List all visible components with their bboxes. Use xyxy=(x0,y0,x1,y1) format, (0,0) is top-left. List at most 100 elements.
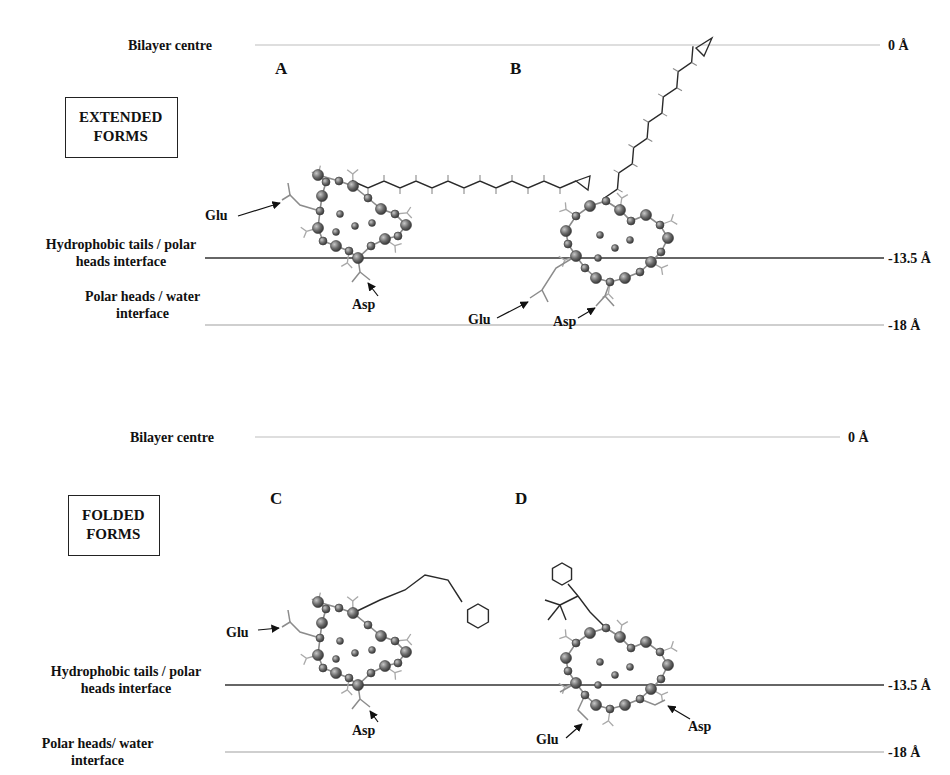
side-chain-stick xyxy=(347,690,352,695)
depth-line xyxy=(205,257,884,258)
depth-value: -18 Å xyxy=(888,317,920,334)
backbone-atom xyxy=(313,650,324,661)
lipid-chain xyxy=(604,46,693,198)
pointer-arrow xyxy=(370,711,378,722)
pointer-arrow xyxy=(497,302,528,318)
backbone-atom xyxy=(322,178,330,186)
backbone-atom xyxy=(606,705,614,713)
hydrogen-stick xyxy=(614,170,619,173)
backbone-atom xyxy=(656,221,664,229)
backbone-atom xyxy=(591,700,602,711)
form-heading: FOLDED FORMS xyxy=(82,506,145,544)
pointer-arrow xyxy=(258,628,279,630)
side-chain-stick xyxy=(407,207,411,213)
interface-label: Polar heads/ water interface xyxy=(40,735,155,769)
peptide-molecule xyxy=(282,575,488,709)
backbone-atom xyxy=(564,240,572,248)
lipid-chain xyxy=(545,600,560,605)
backbone-atom xyxy=(367,669,375,677)
backbone-atom xyxy=(345,674,353,682)
ring-structure xyxy=(552,563,571,585)
backbone-atom xyxy=(656,648,664,656)
residue-label: Asp xyxy=(688,718,711,735)
residue-side-chain xyxy=(360,699,370,707)
pointer-arrow xyxy=(368,283,378,296)
side-chain-stick xyxy=(565,629,567,636)
backbone-atom xyxy=(353,680,364,691)
side-chain-stick xyxy=(347,263,352,268)
side-chain-stick xyxy=(304,231,307,237)
side-chain-stick xyxy=(622,622,628,626)
lipid-chain xyxy=(353,575,462,613)
residue-side-chain xyxy=(605,296,614,306)
backbone-atom xyxy=(572,212,580,220)
backbone-atom xyxy=(620,273,631,284)
hydrogen-stick xyxy=(415,175,416,181)
ring-structure xyxy=(696,38,712,56)
peptide-molecule xyxy=(545,563,677,726)
backbone-atom xyxy=(581,264,589,272)
backbone-atom xyxy=(595,682,602,689)
residue-side-chain xyxy=(530,256,576,298)
backbone-atom xyxy=(585,628,596,639)
side-chain-stick xyxy=(394,246,396,253)
backbone-atom xyxy=(319,237,327,245)
side-chain-stick xyxy=(661,692,667,695)
backbone-atom xyxy=(401,220,412,231)
backbone-atom xyxy=(391,637,399,645)
backbone-atom xyxy=(352,650,359,657)
hydrogen-stick xyxy=(647,138,652,141)
backbone-atom xyxy=(564,667,572,675)
backbone-atom xyxy=(585,201,596,212)
backbone-atom xyxy=(380,661,391,672)
backbone-atom xyxy=(663,233,674,244)
backbone-atom xyxy=(597,232,604,239)
hydrogen-stick xyxy=(399,188,400,194)
side-chain-stick xyxy=(394,673,396,680)
backbone-atom xyxy=(641,637,652,648)
pointer-arrow xyxy=(668,706,690,719)
backbone-atom xyxy=(627,237,634,244)
backbone-atom xyxy=(331,241,342,252)
residue-label: Glu xyxy=(205,207,228,224)
side-chain-stick xyxy=(661,265,667,268)
backbone-atom xyxy=(316,634,324,642)
depth-value: 0 Å xyxy=(848,429,869,446)
backbone-atom xyxy=(335,177,343,185)
side-chain-stick xyxy=(608,294,613,299)
side-chain-stick xyxy=(671,641,673,648)
peptide-molecule xyxy=(282,166,590,282)
backbone-atom xyxy=(571,678,582,689)
peptide-backbone xyxy=(318,175,406,258)
residue-side-chain xyxy=(360,272,370,280)
side-chain-stick xyxy=(353,597,358,601)
peptide-backbone xyxy=(566,201,668,282)
backbone-atom xyxy=(333,229,340,236)
side-chain-stick xyxy=(617,193,622,198)
side-chain-stick xyxy=(671,648,677,652)
side-chain-stick xyxy=(395,671,402,673)
panel-letter: C xyxy=(270,490,282,507)
backbone-atom xyxy=(331,668,342,679)
backbone-atom xyxy=(571,251,582,262)
hydrogen-stick xyxy=(383,175,384,181)
peptide-backbone xyxy=(566,628,668,709)
residue-label: Glu xyxy=(226,624,249,641)
residue-label: Glu xyxy=(536,731,559,748)
backbone-atom xyxy=(337,211,344,218)
residue-label: Asp xyxy=(352,296,375,313)
depth-line xyxy=(255,44,880,45)
peptide-molecule xyxy=(530,38,712,306)
backbone-atom xyxy=(352,223,359,230)
backbone-atom xyxy=(335,604,343,612)
depth-value: 0 Å xyxy=(888,37,909,54)
residue-label: Asp xyxy=(352,722,375,739)
side-chain-stick xyxy=(622,195,628,199)
backbone-atom xyxy=(602,197,610,205)
backbone-atom xyxy=(615,205,626,216)
backbone-atom xyxy=(313,223,324,234)
backbone-atom xyxy=(612,672,619,679)
side-chain-stick xyxy=(661,268,662,275)
side-chain-stick xyxy=(347,597,353,601)
